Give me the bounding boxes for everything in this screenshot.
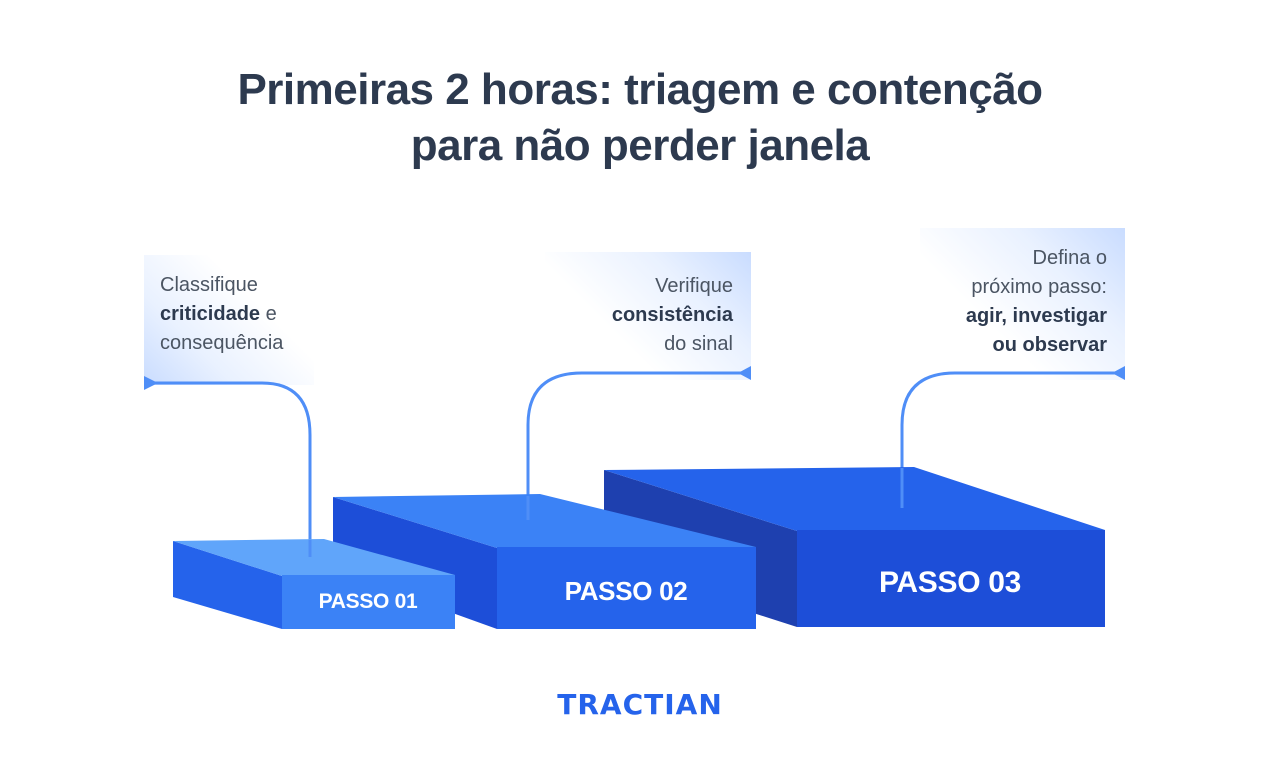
step-1-label: PASSO 01: [318, 590, 418, 613]
title-line-2: para não perder janela: [410, 121, 870, 170]
arrow-right-icon: [144, 376, 158, 390]
step-1-block: [173, 539, 455, 629]
title-line-1: Primeiras 2 horas: triagem e contenção: [237, 65, 1043, 114]
connector-step-2: [526, 371, 745, 520]
arrow-left-icon: [1112, 366, 1125, 380]
step-2-label: PASSO 02: [564, 576, 688, 606]
arrow-left-icon: [738, 366, 751, 380]
connector-lines: [150, 371, 1120, 557]
callout-step-3: Defina o próximo passo: agir, investigar…: [920, 228, 1125, 380]
step-3-block: [604, 467, 1105, 627]
connector-arrow-icons: [144, 366, 1125, 390]
callout-step-1: Classifique criticidade e consequência: [144, 255, 314, 385]
step-2-block: [333, 494, 756, 629]
page-title: Primeiras 2 horas: triagem e contenção p…: [0, 62, 1280, 174]
step-3-label: PASSO 03: [878, 566, 1022, 599]
callout-step-2: Verifique consistência do sinal: [545, 252, 751, 380]
connector-step-3: [900, 371, 1120, 508]
tractian-logo: TRACTIAN: [557, 688, 723, 721]
connector-step-1: [150, 381, 312, 557]
